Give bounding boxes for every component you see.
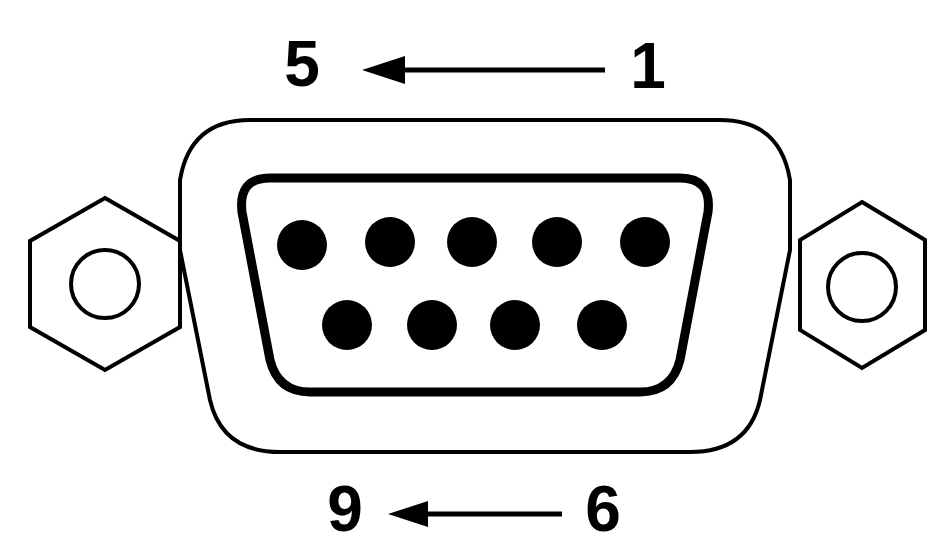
pin-number: 6 [585, 477, 621, 541]
pin [365, 217, 415, 267]
hex-nut [30, 198, 180, 370]
nut-hole [828, 253, 896, 321]
label-holder: 5 [284, 32, 320, 96]
label-holder: 1 [630, 34, 666, 98]
pin-number: 1 [630, 34, 666, 98]
pin [577, 300, 627, 350]
connector-shell [180, 120, 790, 452]
pin [322, 300, 372, 350]
pin [407, 300, 457, 350]
pin [490, 300, 540, 350]
pin [620, 217, 670, 267]
hex-nut [800, 202, 925, 368]
pin-number: 9 [327, 477, 363, 541]
pin [532, 217, 582, 267]
pin [277, 220, 327, 270]
label-holder: 9 [327, 477, 363, 541]
pin-number: 5 [284, 32, 320, 96]
label-holder: 6 [585, 477, 621, 541]
direction-arrow [418, 512, 562, 517]
pin [447, 217, 497, 267]
direction-arrow [395, 68, 605, 73]
nut-hole [71, 250, 139, 318]
arrow-head [362, 56, 405, 84]
pin-insert [242, 178, 709, 392]
arrow-head [388, 501, 428, 527]
